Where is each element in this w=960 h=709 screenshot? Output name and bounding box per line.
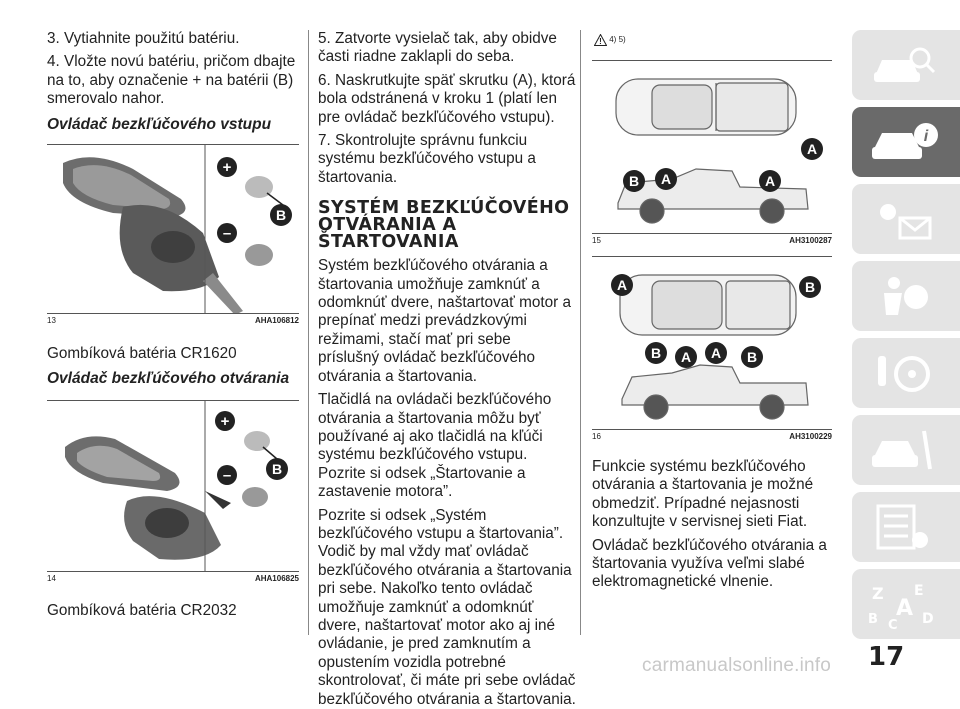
watermark: carmanualsonline.info — [642, 655, 832, 676]
figure-13-title: Gombíková batéria CR1620 — [47, 344, 237, 362]
fob-battery-illustration-14: + B – — [65, 401, 288, 572]
svg-text:B: B — [276, 207, 286, 223]
svg-text:A: A — [681, 349, 691, 365]
warning-triangle-icon: ! — [593, 33, 608, 46]
svg-text:+: + — [223, 159, 232, 176]
sidebar-item-warning-lights[interactable] — [852, 184, 960, 254]
steering-key-icon — [878, 356, 930, 392]
keyless-zones-vehicle-16: A B B A A B — [611, 274, 821, 420]
car-search-icon — [874, 47, 936, 82]
svg-text:B: B — [629, 173, 639, 189]
sidebar-item-car-service[interactable] — [852, 415, 960, 485]
subheading-keyless-operation: Ovládač bezkľúčového otvárania — [47, 370, 290, 388]
keyless-zones-vehicle-15: A B A A — [615, 78, 823, 224]
sidebar-item-car-search[interactable] — [852, 30, 960, 100]
svg-text:D: D — [922, 611, 934, 627]
warning-reference: ! 4) 5) — [593, 33, 626, 46]
svg-text:B: B — [651, 345, 661, 361]
svg-text:C: C — [888, 618, 898, 629]
warning-lights-icon — [880, 204, 932, 240]
column-divider-1 — [308, 30, 309, 635]
sidebar-item-steering-key[interactable] — [852, 338, 960, 408]
section-heading: SYSTÉM BEZKĽÚČOVÉHO OTVÁRANIA A ŠTARTOVA… — [318, 198, 570, 253]
sidebar-item-alphabet-index[interactable]: Z E A B C D — [852, 569, 960, 639]
alphabet-index-icon: Z E A B C D — [868, 583, 934, 629]
step-5-text: 5. Zatvorte vysielač tak, aby obidve čas… — [318, 30, 557, 66]
paragraph-buttons: Tlačidlá na ovládači bezkľúčového otvára… — [318, 391, 552, 501]
paragraph-reference: Pozrite si odsek „Systém bezkľúčového vs… — [318, 506, 576, 708]
svg-text:E: E — [914, 583, 924, 599]
car-info-icon: i — [872, 123, 938, 159]
column-divider-2 — [580, 30, 581, 635]
step-7-text: 7. Skontrolujte správnu funkciu systému … — [318, 132, 536, 186]
svg-text:–: – — [223, 225, 231, 242]
fob-battery-illustration-13: + B – — [63, 144, 292, 315]
column-1: 3. Vytiahnite použitú batériu. 4. Vložte… — [47, 0, 299, 620]
sidebar-item-checklist[interactable] — [852, 492, 960, 562]
svg-text:A: A — [711, 345, 721, 361]
svg-text:A: A — [617, 277, 627, 293]
checklist-icon — [876, 504, 928, 550]
figure-16-caption: 16 AH3100229 — [592, 432, 832, 441]
svg-text:Z: Z — [872, 584, 884, 603]
paragraph-intro: Systém bezkľúčového otvárania a štartova… — [318, 257, 571, 385]
svg-text:+: + — [221, 413, 230, 430]
airbag-safety-icon — [884, 277, 928, 315]
svg-text:A: A — [661, 171, 671, 187]
figure-13: + B – — [47, 143, 299, 315]
sidebar-item-airbag-safety[interactable] — [852, 261, 960, 331]
step-3-text: 3. Vytiahnite použitú batériu. — [47, 30, 240, 47]
svg-text:!: ! — [599, 37, 602, 46]
svg-text:B: B — [272, 461, 282, 477]
svg-text:A: A — [896, 596, 913, 621]
figure-15: A B A A — [592, 60, 832, 234]
figure-14-title: Gombíková batéria CR2032 — [47, 602, 237, 620]
svg-text:B: B — [868, 612, 878, 627]
paragraph-radio-waves: Ovládač bezkľúčového otvárania a štartov… — [592, 536, 827, 591]
car-service-icon — [872, 430, 932, 470]
figure-15-caption: 15 AH3100287 — [592, 236, 832, 245]
page-number: 17 — [868, 642, 905, 672]
subheading-keyless-entry: Ovládač bezkľúčového vstupu — [47, 115, 272, 133]
step-4-text: 4. Vložte novú batériu, pričom dbajte na… — [47, 53, 296, 108]
svg-text:i: i — [924, 128, 929, 145]
svg-text:B: B — [747, 349, 757, 365]
column-2: 5. Zatvorte vysielač tak, aby obidve čas… — [318, 0, 576, 709]
figure-16: A B B A A B — [592, 256, 832, 430]
svg-text:A: A — [807, 141, 817, 157]
svg-text:B: B — [805, 279, 815, 295]
chapter-sidebar: i Z E A B C — [852, 30, 960, 646]
paragraph-restriction: Funkcie systému bezkľúčového otvárania a… — [592, 458, 814, 531]
figure-13-caption: 13 AHA106812 — [47, 315, 299, 325]
sidebar-item-car-info[interactable]: i — [852, 107, 960, 177]
figure-14-caption: 14 AHA106825 — [47, 574, 299, 584]
svg-text:–: – — [223, 467, 231, 484]
column-3: A B A A 15 AH3100287 A — [592, 0, 832, 592]
svg-text:A: A — [765, 173, 775, 189]
figure-14: + B – — [47, 400, 299, 573]
step-6-text: 6. Naskrutkujte späť skrutku (A), ktorá … — [318, 71, 576, 126]
